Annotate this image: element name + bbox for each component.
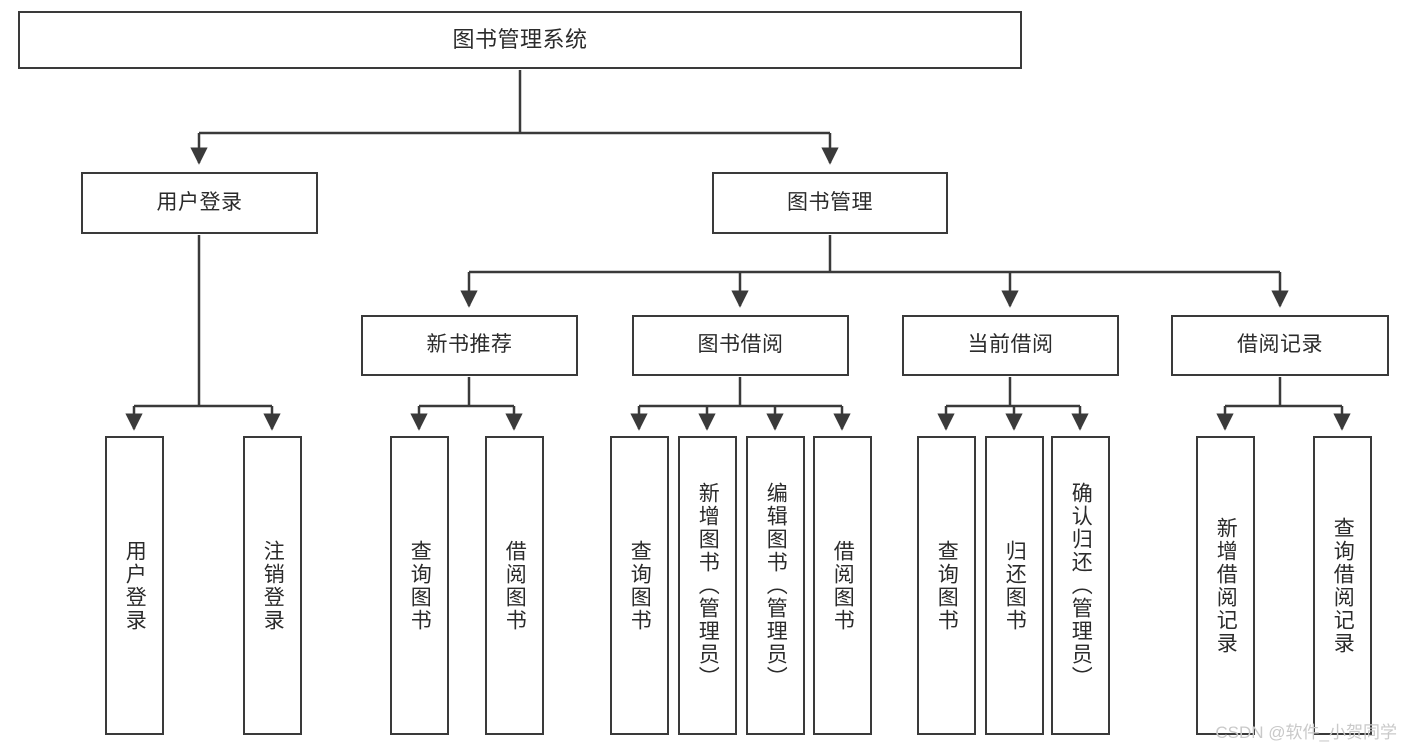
leaf-recommend-query-book[interactable]: 查询图书 <box>390 436 449 735</box>
node-label: 查询图书 <box>408 539 432 632</box>
leaf-record-query[interactable]: 查询借阅记录 <box>1313 436 1372 735</box>
node-label: 借阅图书 <box>503 539 527 632</box>
node-root-system[interactable]: 图书管理系统 <box>18 11 1022 69</box>
node-user-login[interactable]: 用户登录 <box>81 172 318 234</box>
csdn-watermark: CSDN @软件_小贺同学 <box>1215 723 1397 742</box>
node-label: 图书借阅 <box>697 333 784 357</box>
node-label: 查询图书 <box>935 539 959 632</box>
leaf-current-confirm-return[interactable]: 确认归还（管理员） <box>1051 436 1110 735</box>
leaf-recommend-borrow-book[interactable]: 借阅图书 <box>485 436 544 735</box>
node-label: 当前借阅 <box>967 333 1054 357</box>
node-label: 图书管理系统 <box>452 27 588 53</box>
node-label: 借阅图书 <box>831 539 855 632</box>
node-label: 编辑图书（管理员） <box>764 482 788 689</box>
leaf-current-query-book[interactable]: 查询图书 <box>917 436 976 735</box>
leaf-borrow-query-book[interactable]: 查询图书 <box>610 436 669 735</box>
node-current-borrow[interactable]: 当前借阅 <box>902 315 1119 376</box>
node-label: 新增借阅记录 <box>1214 516 1238 655</box>
leaf-user-login[interactable]: 用户登录 <box>105 436 164 735</box>
node-borrow-record[interactable]: 借阅记录 <box>1171 315 1389 376</box>
leaf-logout[interactable]: 注销登录 <box>243 436 302 735</box>
leaf-borrow-add-book[interactable]: 新增图书（管理员） <box>678 436 737 735</box>
node-label: 借阅记录 <box>1237 333 1323 357</box>
leaf-borrow-borrow-book[interactable]: 借阅图书 <box>813 436 872 735</box>
leaf-current-return-book[interactable]: 归还图书 <box>985 436 1044 735</box>
node-label: 新书推荐 <box>426 333 513 357</box>
node-label: 确认归还（管理员） <box>1069 482 1093 689</box>
leaf-record-add[interactable]: 新增借阅记录 <box>1196 436 1255 735</box>
node-label: 注销登录 <box>261 539 285 632</box>
node-book-borrow[interactable]: 图书借阅 <box>632 315 849 376</box>
node-label: 用户登录 <box>123 539 147 632</box>
node-book-management[interactable]: 图书管理 <box>712 172 948 234</box>
node-label: 新增图书（管理员） <box>696 482 720 689</box>
node-label: 用户登录 <box>156 190 243 214</box>
node-label: 图书管理 <box>787 190 873 214</box>
node-label: 查询借阅记录 <box>1331 516 1355 655</box>
node-new-book-recommend[interactable]: 新书推荐 <box>361 315 578 376</box>
node-label: 归还图书 <box>1003 539 1027 632</box>
node-label: 查询图书 <box>628 539 652 632</box>
leaf-borrow-edit-book[interactable]: 编辑图书（管理员） <box>746 436 805 735</box>
